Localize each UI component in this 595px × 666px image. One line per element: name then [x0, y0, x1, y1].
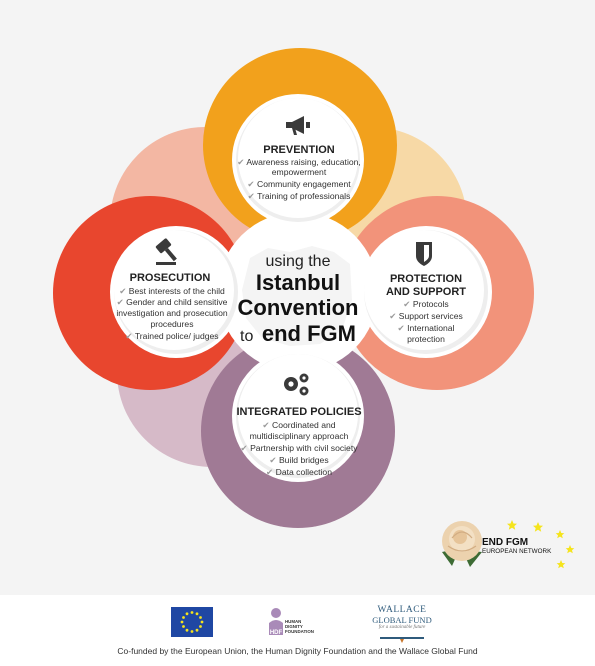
protection-item-2: ✔ Support services	[389, 311, 463, 321]
map-silhouette	[242, 246, 352, 346]
protection-item-3b: protection	[407, 334, 445, 344]
hub-integrated	[238, 354, 358, 474]
prosecution-item-2: ✔ Gender and child sensitive	[117, 297, 228, 307]
integrated-item-3: ✔ Build bridges	[269, 455, 328, 465]
integrated-item-1: ✔ Coordinated and	[262, 420, 335, 430]
wallace-bar-icon	[380, 637, 424, 643]
center-line2: Istanbul	[256, 270, 340, 295]
prosecution-item-2b: investigation and prosecution	[116, 308, 228, 318]
protection-item-1: ✔ Protocols	[403, 299, 448, 309]
prosecution-title: PROSECUTION	[130, 272, 211, 284]
network-subtitle: EUROPEAN NETWORK	[482, 548, 552, 555]
integrated-item-2: ✔ Partnership with civil society	[240, 443, 358, 453]
integrated-item-1b: multidisciplinary approach	[250, 431, 349, 441]
megaphone-icon	[286, 116, 310, 135]
pillar-integrated: INTEGRATED POLICIES ✔ Coordinated and mu…	[236, 373, 362, 477]
prosecution-item-1: ✔ Best interests of the child	[119, 286, 225, 296]
hub-prevention	[238, 98, 358, 218]
wallace-line1: WALLACE	[377, 605, 427, 615]
protection-title-2: AND SUPPORT	[386, 286, 466, 298]
diagram-stage: using the Istanbul Convention to end FGM…	[0, 0, 595, 595]
footer: HDF HUMAN DIGNITY FOUNDATION WALLACE GLO…	[0, 595, 595, 666]
hdf-person-icon: HDF	[269, 608, 283, 636]
hub-prosecution	[114, 230, 234, 350]
wallace-line2: GLOBAL FUND	[372, 615, 432, 625]
gears-icon	[284, 373, 309, 396]
pillar-prevention: PREVENTION ✔ Awareness raising, educatio…	[237, 116, 361, 201]
prevention-title: PREVENTION	[263, 144, 335, 156]
cofunded-text: Co-funded by the European Union, the Hum…	[117, 646, 478, 656]
hdf-line3: FOUNDATION	[285, 629, 314, 634]
hdf-line1: HUMAN	[285, 619, 302, 624]
pillar-protection: PROTECTION AND SUPPORT ✔ Protocols ✔ Sup…	[386, 242, 466, 344]
hub-protection	[364, 230, 484, 350]
prosecution-item-2c: procedures	[151, 319, 194, 329]
pillars-diagram: using the Istanbul Convention to end FGM…	[53, 48, 575, 569]
end-fgm-network-logo: END FGM EUROPEAN NETWORK	[442, 520, 575, 569]
gavel-icon	[155, 238, 177, 262]
eu-flag-icon	[171, 607, 213, 637]
integrated-title: INTEGRATED POLICIES	[236, 406, 361, 418]
prevention-item-1: ✔ Awareness raising, education,	[237, 157, 361, 167]
hdf-logo: HDF HUMAN DIGNITY FOUNDATION	[268, 605, 314, 642]
pillar-prosecution: PROSECUTION ✔ Best interests of the chil…	[116, 238, 228, 341]
rose-icon	[442, 521, 482, 567]
center-line4: to end FGM	[240, 321, 356, 346]
prevention-item-1b: empowerment	[272, 167, 327, 177]
integrated-item-4: ✔ Data collection	[266, 467, 332, 477]
center-line3: Convention	[238, 295, 359, 320]
hdf-short: HDF	[270, 630, 283, 636]
wallace-line3: for a sustainable future	[378, 625, 426, 630]
prevention-item-2: ✔ Community engagement	[247, 179, 351, 189]
protection-title-1: PROTECTION	[390, 273, 462, 285]
wallace-logo: WALLACE GLOBAL FUND for a sustainable fu…	[372, 605, 432, 648]
eu-stars-icon	[506, 520, 575, 569]
prosecution-item-3: ✔ Trained police/ judges	[125, 331, 218, 341]
prevention-item-3: ✔ Training of professionals	[248, 191, 351, 201]
hdf-line2: DIGNITY	[285, 624, 303, 629]
network-name: END FGM	[482, 537, 528, 548]
center-line1: using the	[266, 253, 331, 270]
protection-item-3: ✔ International	[398, 323, 455, 333]
